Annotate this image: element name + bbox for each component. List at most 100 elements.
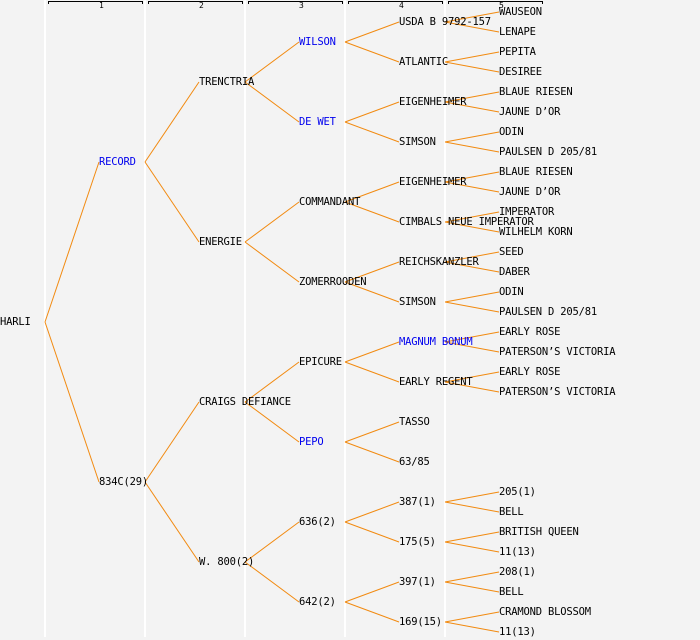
pedigree-connector (444, 331, 500, 343)
pedigree-connector (344, 521, 400, 543)
pedigree-connector (344, 341, 400, 363)
ancestor-gen3[interactable]: PEPO (299, 436, 324, 448)
pedigree-connector (344, 581, 400, 603)
pedigree-connector (44, 321, 100, 483)
generation-label-2: 2 (199, 1, 204, 10)
ancestor-gen4: 169(15) (399, 616, 442, 628)
pedigree-connector (344, 601, 400, 623)
ancestor-gen2: W. 800(2) (199, 556, 255, 568)
ancestor-gen5: BLAUE RIESEN (499, 86, 573, 98)
ancestor-gen1: 834C(29) (99, 476, 148, 488)
ancestor-gen5: BELL (499, 586, 524, 598)
ancestor-gen4: SIMSON (399, 136, 436, 148)
pedigree-connector (344, 201, 400, 223)
pedigree-connector (444, 101, 500, 113)
ancestor-gen5: DABER (499, 266, 530, 278)
pedigree-connector (244, 41, 300, 83)
pedigree-connector (444, 221, 500, 233)
ancestor-gen2: CRAIGS DEFIANCE (199, 396, 291, 408)
pedigree-connector (144, 401, 200, 483)
pedigree-connector (444, 501, 500, 513)
pedigree-connector (244, 401, 300, 443)
pedigree-connector (444, 61, 500, 73)
pedigree-connector (444, 51, 500, 63)
ancestor-gen4: REICHSKANZLER (399, 256, 479, 268)
generation-label-1: 1 (99, 1, 104, 10)
pedigree-connector (444, 611, 500, 623)
generation-label-5: 5 (499, 1, 504, 10)
ancestor-gen2: ENERGIE (199, 236, 242, 248)
column-separator (444, 0, 446, 637)
pedigree-connector (244, 521, 300, 563)
ancestor-gen5: PATERSON’S VICTORIA (499, 346, 616, 358)
ancestor-gen5: ODIN (499, 126, 524, 138)
pedigree-connector (444, 571, 500, 583)
pedigree-connector (344, 121, 400, 143)
pedigree-connector (444, 181, 500, 193)
column-separator (344, 0, 346, 637)
pedigree-connector (444, 131, 500, 143)
ancestor-gen4: TASSO (399, 416, 430, 428)
column-separator (144, 0, 146, 637)
ancestor-gen5: ODIN (499, 286, 524, 298)
ancestor-gen4[interactable]: MAGNUM BONUM (399, 336, 473, 348)
pedigree-connector (444, 531, 500, 543)
ancestor-gen5: IMPERATOR (499, 206, 555, 218)
pedigree-connector (244, 241, 300, 283)
pedigree-connector (344, 501, 400, 523)
ancestor-gen2: TRENCTRIA (199, 76, 255, 88)
ancestor-gen5: PEPITA (499, 46, 536, 58)
pedigree-connector (344, 181, 400, 203)
ancestor-gen4: CIMBALS NEUE IMPERATOR (399, 216, 534, 228)
pedigree-connector (144, 161, 200, 243)
generation-bracket-1 (48, 1, 143, 4)
pedigree-connector (344, 21, 400, 43)
pedigree-connector (444, 261, 500, 273)
ancestor-gen5: 205(1) (499, 486, 536, 498)
pedigree-connector (444, 371, 500, 383)
ancestor-gen3: 642(2) (299, 596, 336, 608)
pedigree-connector (244, 361, 300, 403)
ancestor-gen5: BRITISH QUEEN (499, 526, 579, 538)
ancestor-gen1[interactable]: RECORD (99, 156, 136, 168)
ancestor-gen5: EARLY ROSE (499, 366, 561, 378)
pedigree-connector (444, 11, 500, 23)
ancestor-gen3: 636(2) (299, 516, 336, 528)
pedigree-connector (444, 621, 500, 633)
ancestor-gen5: JAUNE D’OR (499, 106, 561, 118)
pedigree-root: HARLI (0, 316, 31, 328)
generation-label-3: 3 (299, 1, 304, 10)
column-separator (44, 0, 46, 637)
pedigree-connector (244, 561, 300, 603)
ancestor-gen4: ATLANTIC (399, 56, 448, 68)
pedigree-connector (344, 361, 400, 383)
generation-label-4: 4 (399, 1, 404, 10)
generation-bracket-2 (148, 1, 243, 4)
ancestor-gen5: LENAPE (499, 26, 536, 38)
ancestor-gen5: WAUSEON (499, 6, 542, 18)
ancestor-gen5: CRAMOND BLOSSOM (499, 606, 591, 618)
ancestor-gen5: PAULSEN D 205/81 (499, 146, 597, 158)
column-separator (244, 0, 246, 637)
ancestor-gen4: 175(5) (399, 536, 436, 548)
ancestor-gen3[interactable]: WILSON (299, 36, 336, 48)
ancestor-gen3[interactable]: DE WET (299, 116, 336, 128)
pedigree-connector (444, 91, 500, 103)
pedigree-connector (144, 481, 200, 563)
pedigree-connector (444, 171, 500, 183)
ancestor-gen5: PATERSON’S VICTORIA (499, 386, 616, 398)
pedigree-connector (344, 101, 400, 123)
ancestor-gen4: 397(1) (399, 576, 436, 588)
ancestor-gen3: COMMANDANT (299, 196, 361, 208)
ancestor-gen3: ZOMERROODEN (299, 276, 367, 288)
pedigree-connector (144, 81, 200, 163)
ancestor-gen5: BELL (499, 506, 524, 518)
ancestor-gen5: JAUNE D’OR (499, 186, 561, 198)
pedigree-connector (444, 211, 500, 223)
pedigree-connector (244, 201, 300, 243)
ancestor-gen4: SIMSON (399, 296, 436, 308)
ancestor-gen5: 11(13) (499, 546, 536, 558)
ancestor-gen5: PAULSEN D 205/81 (499, 306, 597, 318)
pedigree-connector (44, 161, 100, 323)
